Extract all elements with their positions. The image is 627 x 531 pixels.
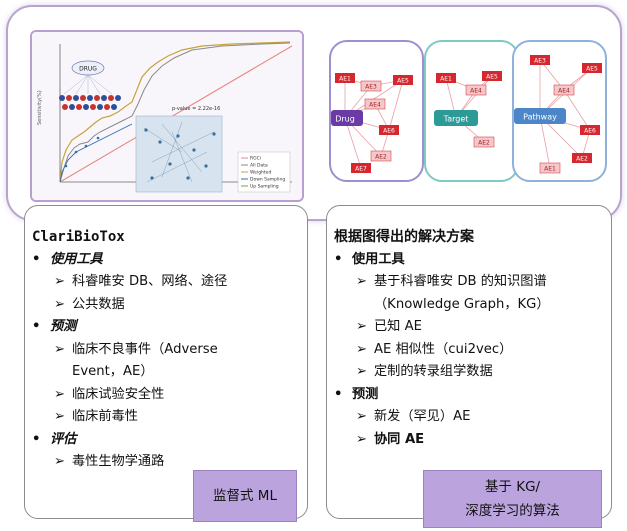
supervised-ml-label: 监督式 ML [193, 470, 297, 522]
list-item: ➢科睿唯安 DB、网络、途径 [54, 274, 228, 289]
target-node-2: AE5 [486, 74, 498, 81]
pathway-center-label: Pathway [523, 113, 557, 122]
pathway-node-3: AE6 [584, 128, 596, 135]
left-heading-predict: 预测 [50, 319, 77, 334]
list-item: ➢AE 相似性（cui2vec） [356, 341, 513, 357]
legend-item-3: Down Sampling [250, 177, 285, 183]
left-text-block: ClariBioTox •使用工具 ➢科睿唯安 DB、网络、途径 ➢公共数据 •… [32, 226, 227, 474]
chart-annotation: p-value = 2.22e-16 [172, 106, 220, 112]
target-center-label: Target [443, 115, 469, 124]
list-item: ➢协同 AE [356, 431, 425, 447]
pathway-node-2: AE4 [558, 88, 570, 95]
legend-item-2: Weighted [250, 170, 271, 176]
kg-deep-learning-label: 基于 KG/ 深度学习的算法 [423, 470, 602, 528]
left-section-predict: •预测 [32, 319, 77, 334]
chart-drug-label: DRUG [79, 66, 97, 73]
graph-panel-drug: AE1 AE3 AE5 AE4 AE6 AE2 AE7 Drug [329, 40, 424, 182]
target-node-1: AE4 [470, 88, 482, 95]
right-text-block: 根据图得出的解决方案 •使用工具 ➢基于科睿唯安 DB 的知识图谱 （Knowl… [334, 226, 550, 451]
list-item: ➢临床前毒性 [54, 409, 138, 424]
list-item: ➢基于科睿唯安 DB 的知识图谱 [356, 274, 547, 289]
pathway-node-4: AE2 [576, 156, 588, 163]
right-heading-tools: 使用工具 [352, 251, 405, 267]
list-item: ➢已知 AE [356, 319, 422, 334]
chart-ylabel: Sensitivity(%) [37, 90, 43, 125]
list-item: ➢临床不良事件（Adverse [54, 341, 218, 357]
pathway-node-0: AE3 [534, 58, 546, 65]
right-heading-predict: 预测 [352, 386, 379, 402]
drug-node-4: AE6 [383, 128, 395, 135]
left-section-tools: •使用工具 [32, 251, 103, 267]
roc-chart-svg: Sensitivity(%) DRUG p-value = 2.22e [32, 32, 302, 200]
drug-node-5: AE2 [375, 154, 387, 161]
legend-item-4: Up Sampling [250, 184, 279, 190]
drug-node-6: AE7 [355, 166, 367, 173]
left-heading-evaluate: 评估 [50, 431, 77, 447]
pathway-node-5: AE1 [544, 166, 556, 173]
drug-node-1: AE3 [365, 84, 377, 91]
list-item: ➢毒性生物学通路 [54, 454, 165, 469]
drug-center-label: Drug [335, 115, 355, 124]
list-item-continuation: （Knowledge Graph，KG） [374, 296, 550, 312]
target-node-0: AE1 [440, 76, 452, 83]
graph-panel-target: AE1 AE4 AE5 AE2 Target [424, 40, 519, 182]
drug-node-0: AE1 [339, 76, 351, 83]
list-item: ➢定制的转录组学数据 [356, 364, 493, 379]
roc-chart-image: Sensitivity(%) DRUG p-value = 2.22e [30, 30, 304, 202]
pathway-node-1: AE5 [586, 66, 598, 73]
right-section-tools: •使用工具 [334, 251, 405, 267]
list-item-continuation: Event，AE） [72, 364, 154, 379]
drug-node-2: AE5 [397, 78, 409, 85]
right-title: 根据图得出的解决方案 [334, 229, 474, 245]
list-item: ➢新发（罕见）AE [356, 409, 471, 424]
left-card [24, 205, 308, 519]
legend-item-0: RGCi [250, 156, 261, 162]
list-item: ➢临床试验安全性 [54, 386, 165, 402]
legend-item-1: All Data [250, 163, 268, 169]
graph-panel-pathway: AE3 AE5 AE4 AE6 AE2 AE1 Pathway [512, 40, 607, 182]
list-item: ➢公共数据 [54, 296, 125, 312]
left-heading-tools: 使用工具 [50, 251, 103, 267]
target-node-3: AE2 [478, 140, 490, 147]
left-section-evaluate: •评估 [32, 431, 77, 447]
left-title: ClariBioTox [32, 229, 125, 245]
right-section-predict: •预测 [334, 386, 379, 402]
drug-node-3: AE4 [369, 102, 381, 109]
